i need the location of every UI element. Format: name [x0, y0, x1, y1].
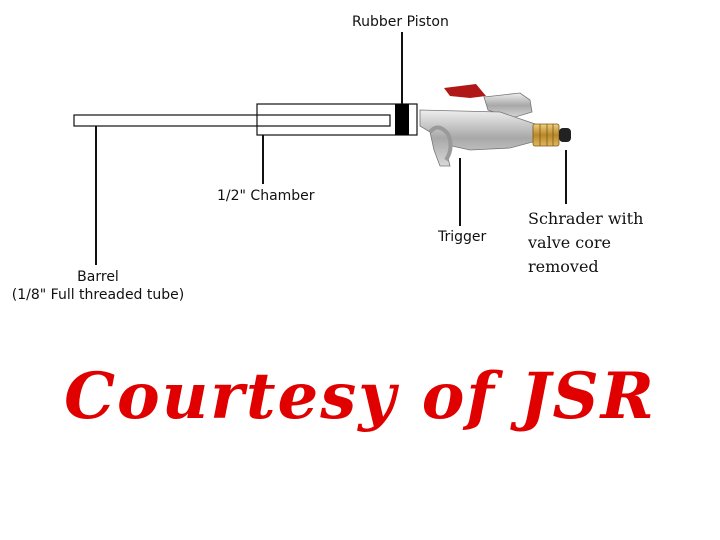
label-chamber: 1/2" Chamber: [217, 188, 315, 204]
gun-body: [419, 109, 541, 167]
label-schrader: Schrader with valve core removed: [528, 207, 643, 279]
label-rubber-piston: Rubber Piston: [352, 14, 449, 30]
courtesy-watermark: Courtesy of JSR: [64, 359, 656, 434]
label-barrel-line1: Barrel: [77, 269, 119, 285]
trigger-lever: [444, 84, 486, 98]
gun-trigger-loop: [428, 125, 453, 162]
chamber-tube: [256, 103, 418, 136]
schrader-valve: [559, 128, 571, 142]
label-barrel-line2: (1/8" Full threaded tube): [11, 287, 185, 303]
brass-fitting: [532, 123, 560, 147]
label-schrader-line2: valve core: [528, 233, 611, 252]
label-trigger: Trigger: [438, 229, 487, 245]
label-schrader-line3: removed: [528, 257, 599, 276]
barrel-tube: [73, 114, 391, 127]
rubber-piston: [395, 104, 409, 135]
label-schrader-line1: Schrader with: [528, 209, 644, 228]
label-barrel: Barrel (1/8" Full threaded tube): [6, 268, 190, 304]
